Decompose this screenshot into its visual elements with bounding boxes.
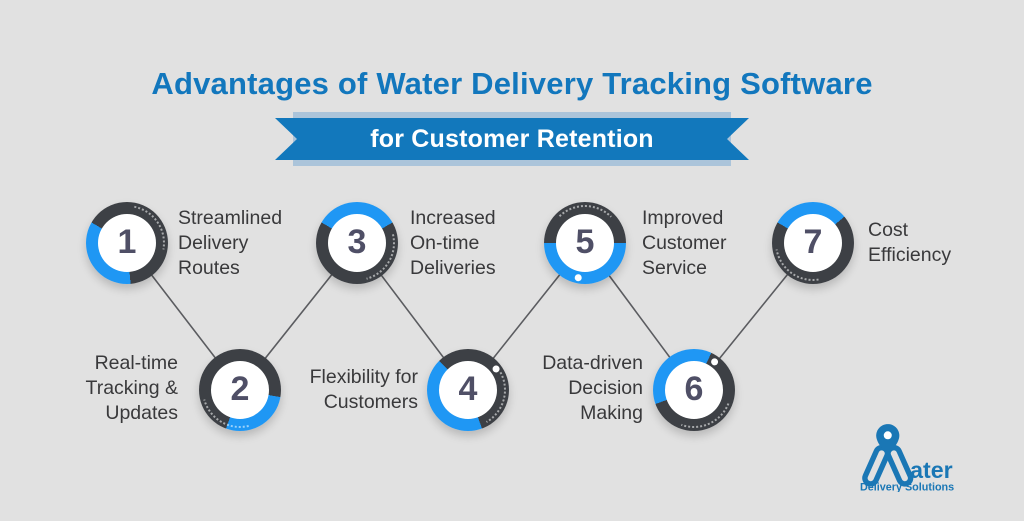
step-node-1: 1: [74, 190, 180, 296]
step-ring: 6: [643, 339, 745, 441]
step-number: 4: [458, 369, 478, 408]
step-number-disc: 4: [439, 361, 497, 419]
step-number-disc: 5: [556, 214, 614, 272]
step-number: 3: [347, 222, 367, 261]
step-number-disc: 3: [328, 214, 386, 272]
step-number: 6: [684, 369, 704, 408]
step-label-7: Cost Efficiency: [868, 219, 952, 266]
step-ring: 4: [421, 343, 515, 437]
step-number: 1: [117, 222, 137, 261]
page-title: Advantages of Water Delivery Tracking So…: [151, 66, 873, 101]
step-ring: 5: [544, 202, 626, 284]
step-node-2: 2: [188, 338, 292, 442]
step-node-7: 7: [760, 190, 866, 296]
water-delivery-logo: ater Delivery Solutions: [860, 424, 954, 493]
pin-hole: [883, 431, 892, 440]
step-number-disc: 7: [784, 214, 842, 272]
step-label-3: Increased On-time Deliveries: [410, 207, 496, 279]
step-ring: 3: [305, 191, 409, 295]
step-node-6: 6: [643, 339, 745, 441]
brand-logo: ater Delivery Solutions: [856, 421, 972, 497]
step-label-1: Streamlined Delivery Routes: [178, 207, 283, 279]
dotted-arc-decoration: [547, 205, 623, 281]
step-label-5: Improved Customer Service: [642, 207, 727, 279]
step-number-disc: 1: [98, 214, 156, 272]
step-ring: 7: [760, 190, 866, 296]
step-number-disc: 2: [211, 361, 269, 419]
step-node-5: 5: [544, 202, 626, 284]
step-label-4: Flexibility for Customers: [309, 366, 418, 413]
step-label-6: Data-driven Decision Making: [542, 352, 643, 424]
step-label-2: Real-time Tracking & Updates: [85, 352, 178, 424]
step-node-3: 3: [305, 191, 409, 295]
subtitle-text: for Customer Retention: [370, 124, 654, 153]
step-number: 5: [575, 222, 595, 261]
ring-accent-dot: [573, 273, 582, 282]
location-pin-icon: [876, 424, 900, 455]
step-ring: 1: [74, 190, 180, 296]
step-number: 2: [230, 369, 250, 408]
subtitle-ribbon: for Customer Retention: [275, 118, 749, 160]
brand-tagline: Delivery Solutions: [860, 481, 954, 492]
step-ring: 2: [188, 338, 292, 442]
step-node-4: 4: [421, 343, 515, 437]
step-number-disc: 6: [665, 361, 723, 419]
step-number: 7: [803, 222, 823, 261]
brand-word-rest: ater: [910, 457, 952, 483]
